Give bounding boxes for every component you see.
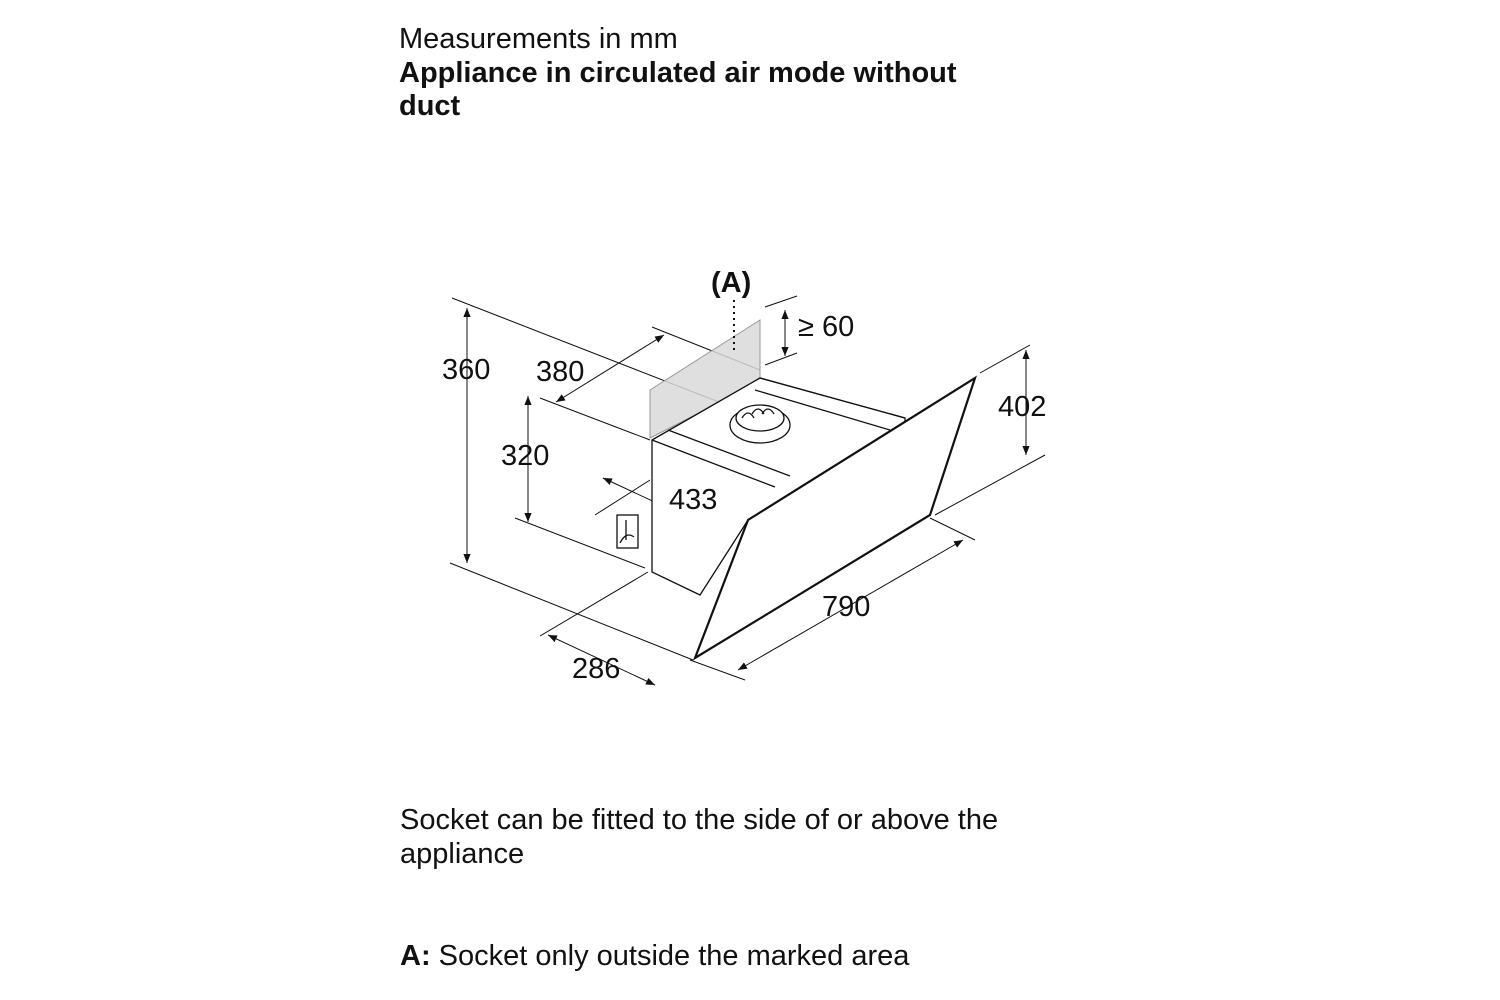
label-433: 433	[669, 484, 717, 516]
marker-a: (A)	[711, 267, 751, 299]
socket-note-line1: Socket can be fitted to the side of or a…	[400, 804, 999, 836]
dim-286	[547, 634, 656, 686]
label-320: 320	[501, 440, 549, 472]
socket-note-line2: appliance	[400, 838, 525, 870]
label-360: 360	[442, 354, 490, 386]
title-line2: duct	[399, 90, 461, 122]
title-line1: Appliance in circulated air mode without	[399, 57, 957, 89]
legend-a-text: Socket only outside the marked area	[438, 940, 910, 972]
label-380: 380	[536, 356, 584, 388]
legend-a: A: Socket only outside the marked area	[400, 939, 909, 973]
label-clearance: ≥ 60	[798, 311, 854, 343]
socket-icon	[616, 514, 639, 549]
label-790: 790	[822, 591, 870, 623]
glass-panel	[692, 375, 977, 661]
dim-790	[737, 539, 964, 671]
label-402: 402	[998, 391, 1046, 423]
legend-a-key: A:	[400, 940, 431, 972]
label-286: 286	[572, 653, 620, 685]
units-label: Measurements in mm	[399, 23, 678, 55]
dim-380	[555, 334, 665, 403]
